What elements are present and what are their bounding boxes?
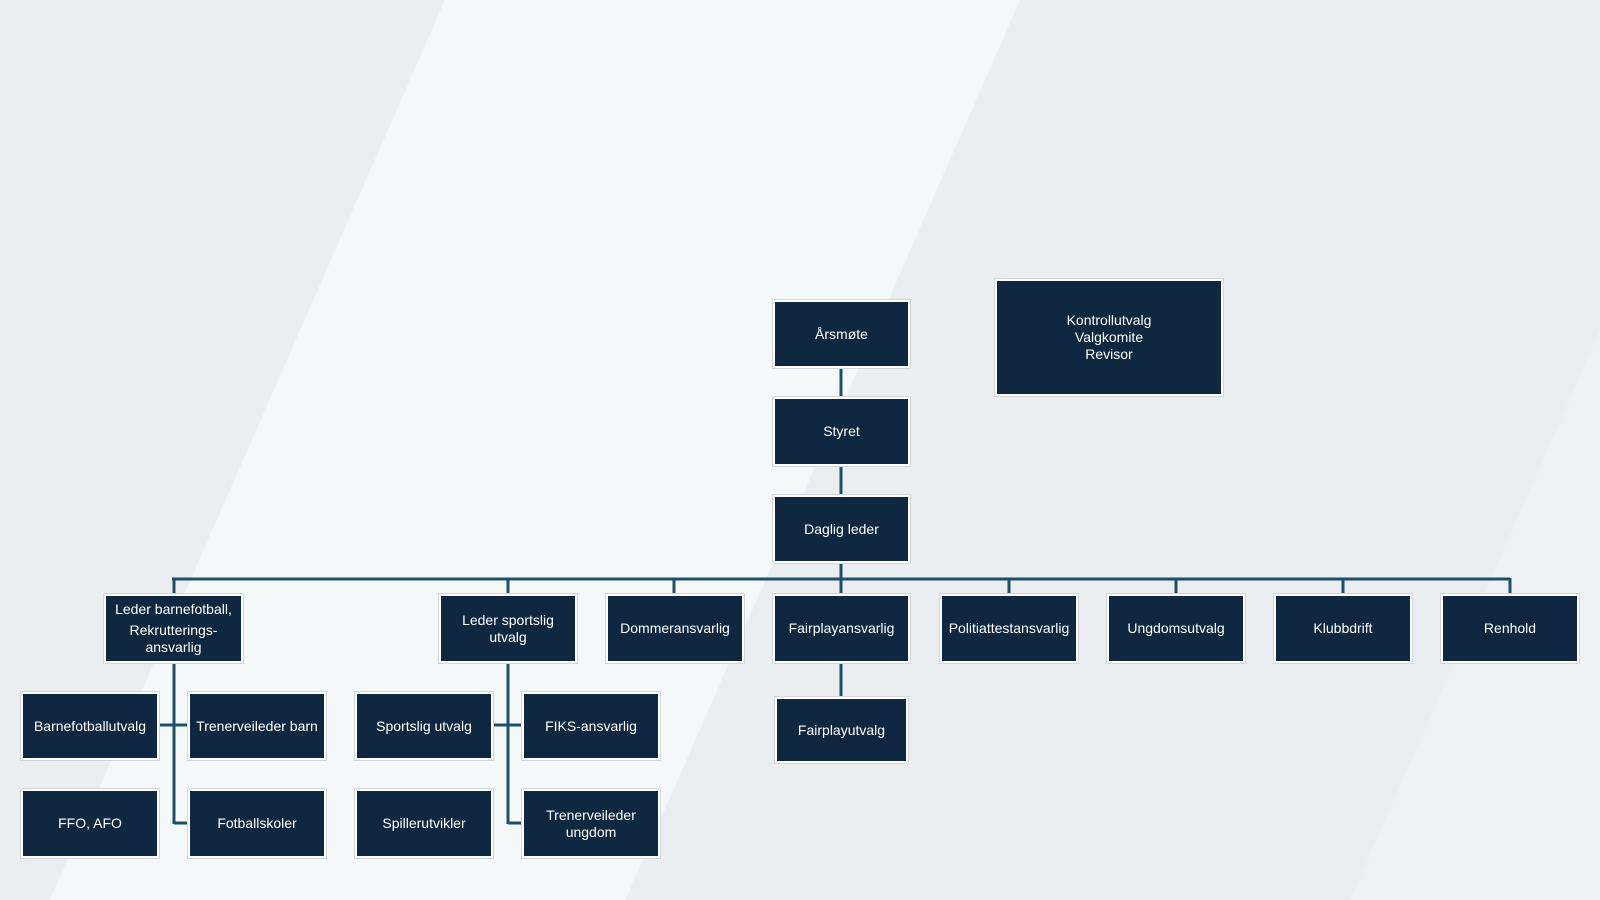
node-sportslig-utvalg-label: Sportslig utvalg <box>376 717 472 734</box>
node-klubbdrift-label: Klubbdrift <box>1313 620 1373 636</box>
node-fiks-ansvarlig-label: FIKS-ansvarlig <box>545 717 637 734</box>
node-leder-barnefotball-line1: Leder barnefotball, <box>115 601 232 617</box>
node-fotballskoler[interactable]: Fotballskoler <box>188 789 326 858</box>
node-trenerveileder-barn[interactable]: Trenerveileder barn <box>188 692 326 760</box>
node-fiks-ansvarlig[interactable]: FIKS-ansvarlig <box>522 692 660 760</box>
node-ungdomsutvalg-label: Ungdomsutvalg <box>1127 620 1225 636</box>
node-leder-barnefotball-line3: ansvarlig <box>145 639 202 655</box>
node-revisor-label: Revisor <box>1085 346 1133 362</box>
node-daglig-leder[interactable]: Daglig leder <box>773 495 910 563</box>
background-light-band <box>50 0 1020 900</box>
node-fairplayutvalg-label: Fairplayutvalg <box>797 721 886 738</box>
node-kontrollutvalg-label: Kontrollutvalg <box>1066 312 1152 328</box>
node-barnefotballutvalg-label: Barnefotballutvalg <box>33 717 147 734</box>
node-politiattestansvarlig-label: Politiattestansvarlig <box>948 620 1070 636</box>
node-kontroll-valg-revisor[interactable]: Kontrollutvalg Valgkomite Revisor <box>995 279 1223 396</box>
node-styret[interactable]: Styret <box>773 397 910 466</box>
node-sportslig-utvalg[interactable]: Sportslig utvalg <box>355 692 493 760</box>
node-renhold-label: Renhold <box>1483 620 1537 636</box>
node-dommeransvarlig[interactable]: Dommeransvarlig <box>606 594 744 663</box>
node-leder-sportslig-line2: utvalg <box>489 628 527 645</box>
node-arsmote-label: Årsmøte <box>815 325 868 342</box>
node-fairplayutvalg[interactable]: Fairplayutvalg <box>775 697 908 763</box>
node-leder-sportslig-utvalg[interactable]: Leder sportslig utvalg <box>439 594 577 663</box>
node-spillerutvikler[interactable]: Spillerutvikler <box>355 789 493 858</box>
node-ffo-afo-label: FFO, AFO <box>58 815 122 831</box>
node-trenerveileder-ungdom-line2: ungdom <box>565 823 617 840</box>
node-renhold[interactable]: Renhold <box>1441 594 1579 663</box>
node-leder-sportslig-line1: Leder sportslig <box>462 611 554 628</box>
node-barnefotballutvalg[interactable]: Barnefotballutvalg <box>21 692 159 760</box>
node-fairplayansvarlig-label: Fairplayansvarlig <box>788 620 895 636</box>
node-trenerveileder-ungdom-line1: Trenerveileder <box>546 806 636 823</box>
node-daglig-leder-label: Daglig leder <box>804 520 879 537</box>
node-fotballskoler-label: Fotballskoler <box>217 815 297 831</box>
node-leder-barnefotball-line2: Rekrutterings- <box>129 622 218 638</box>
node-ffo-afo[interactable]: FFO, AFO <box>21 789 159 858</box>
node-valgkomite-label: Valgkomite <box>1074 329 1144 345</box>
node-trenerveileder-barn-label: Trenerveileder barn <box>196 717 318 734</box>
node-dommeransvarlig-label: Dommeransvarlig <box>620 620 730 636</box>
node-ungdomsutvalg[interactable]: Ungdomsutvalg <box>1107 594 1245 663</box>
node-trenerveileder-ungdom[interactable]: Trenerveileder ungdom <box>522 789 660 858</box>
node-leder-barnefotball[interactable]: Leder barnefotball, Rekrutterings- ansva… <box>104 594 243 663</box>
node-klubbdrift[interactable]: Klubbdrift <box>1274 594 1412 663</box>
node-arsmote[interactable]: Årsmøte <box>773 300 910 368</box>
node-fairplayansvarlig[interactable]: Fairplayansvarlig <box>773 594 910 663</box>
node-spillerutvikler-label: Spillerutvikler <box>382 815 466 831</box>
node-styret-label: Styret <box>823 423 860 439</box>
node-politiattestansvarlig[interactable]: Politiattestansvarlig <box>940 594 1078 663</box>
